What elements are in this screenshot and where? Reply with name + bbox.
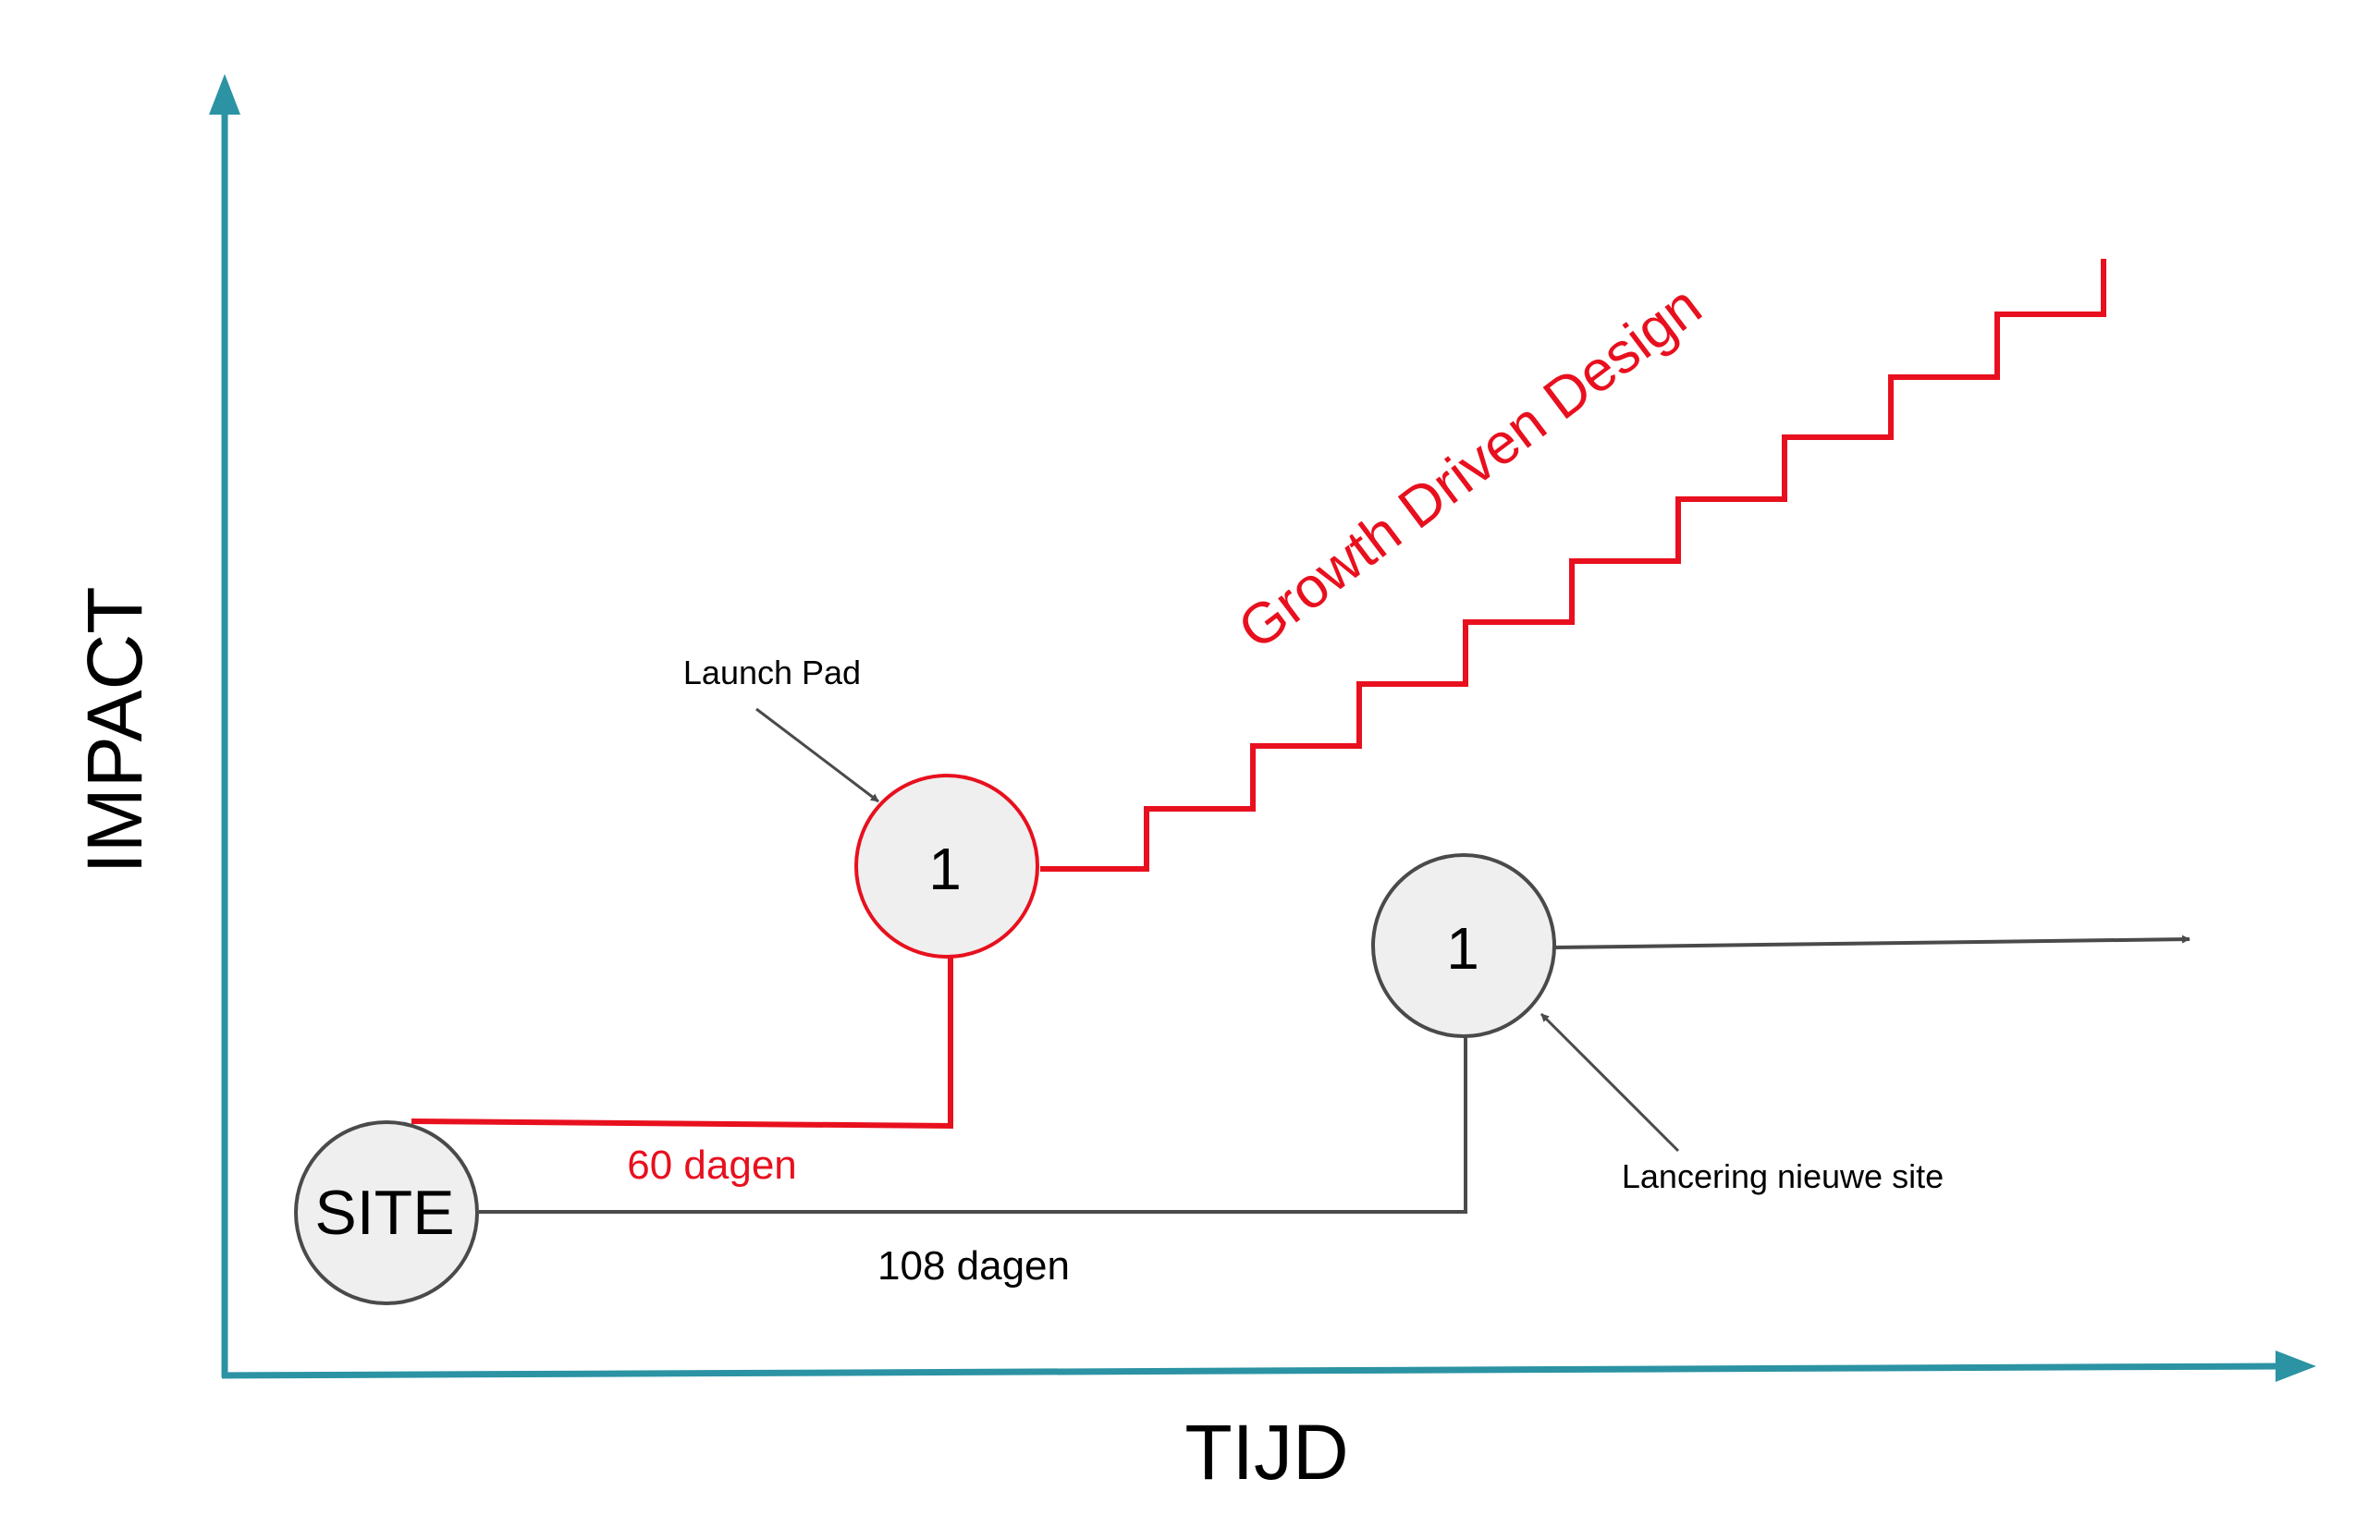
x-axis [221,1363,2280,1379]
lancering-label: Lancering nieuwe site [1622,1157,1944,1195]
growth-staircase [1040,259,2106,872]
lancering-pointer-arrow [1540,1012,1680,1153]
launch-pad-pointer-arrow [755,707,879,803]
new-site-node: 1 [1371,853,1556,1038]
days-108-label: 108 dagen [877,1243,1070,1289]
flat-arrow [1552,935,2190,949]
red-connector-60-dagen [411,954,953,1130]
grey-connector-108-dagen [479,1035,1467,1214]
y-axis-label: IMPACT [71,586,158,874]
site-node-label: SITE [314,1178,454,1248]
launch-pad-node: 1 [854,774,1039,959]
y-axis-arrowhead [209,74,240,115]
days-60-label: 60 dagen [627,1143,797,1188]
axes [209,74,2316,1382]
site-node-circle [294,1120,479,1305]
growth-driven-design-label: Growth Driven Design [1227,274,1713,662]
launch-pad-node-label: 1 [928,836,962,902]
launch-pad-label: Launch Pad [683,654,861,691]
site-node: SITE [294,1120,479,1305]
new-site-node-circle [1371,853,1556,1038]
x-axis-arrowhead [2276,1351,2316,1382]
new-site-node-label: 1 [1446,915,1479,982]
launch-pad-node-circle [854,774,1039,959]
x-axis-label: TIJD [1184,1409,1348,1496]
